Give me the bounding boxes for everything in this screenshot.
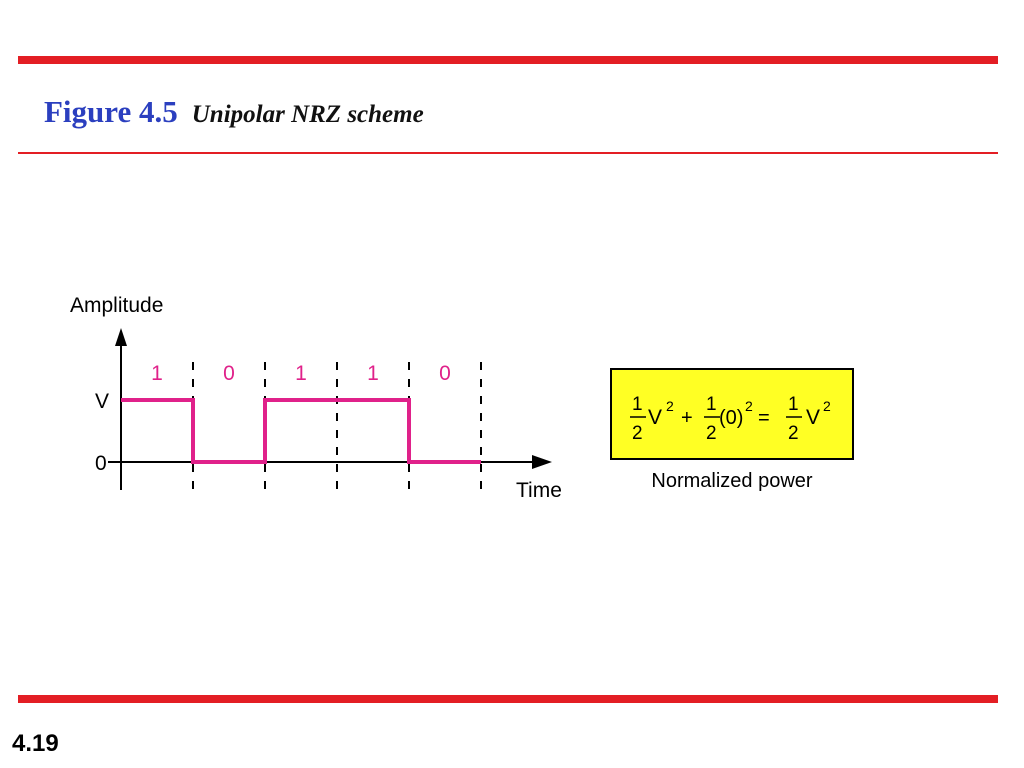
result-var: V — [806, 406, 820, 429]
fraction-1-den: 2 — [632, 423, 643, 444]
figure-caption: Unipolar NRZ scheme — [191, 101, 424, 128]
bit-label: 1 — [367, 362, 379, 385]
result-exp: 2 — [823, 398, 831, 414]
bit-label: 0 — [223, 362, 235, 385]
term2-base: (0) — [719, 407, 743, 429]
term2-exp: 2 — [745, 398, 753, 414]
term1-var: V — [648, 406, 662, 429]
fraction-2-den: 2 — [706, 423, 717, 444]
figure-label: Figure 4.5 — [44, 94, 178, 129]
bit-boundary-lines — [192, 362, 482, 490]
fraction-3-num: 1 — [788, 394, 799, 415]
title-underline-rule — [18, 152, 998, 154]
top-red-rule — [18, 56, 998, 64]
level-high-label: V — [95, 390, 109, 413]
page-number: 4.19 — [12, 730, 59, 757]
slide-title: Figure 4.5 Unipolar NRZ scheme — [44, 94, 424, 130]
bottom-red-rule — [18, 695, 998, 703]
y-axis-label: Amplitude — [70, 294, 163, 317]
y-axis-arrow-icon — [115, 328, 127, 346]
bit-labels: 1 0 1 1 0 — [151, 362, 451, 385]
power-box — [610, 368, 854, 460]
nrz-signal — [121, 398, 481, 464]
plus-sign: + — [681, 407, 693, 429]
x-axis-label: Time — [516, 479, 562, 502]
bit-label: 1 — [151, 362, 163, 385]
fraction-1-num: 1 — [632, 394, 643, 415]
term1-exp: 2 — [666, 398, 674, 414]
fraction-2-num: 1 — [706, 394, 717, 415]
x-axis-arrow-icon — [532, 455, 552, 469]
power-caption: Normalized power — [651, 470, 813, 492]
bit-label: 1 — [295, 362, 307, 385]
level-zero-label: 0 — [95, 452, 107, 475]
equals-sign: = — [758, 407, 770, 429]
bit-label: 0 — [439, 362, 451, 385]
power-formula: 1 2 V 2 + 1 2 (0) 2 = 1 2 V 2 — [630, 394, 831, 444]
fraction-3-den: 2 — [788, 423, 799, 444]
